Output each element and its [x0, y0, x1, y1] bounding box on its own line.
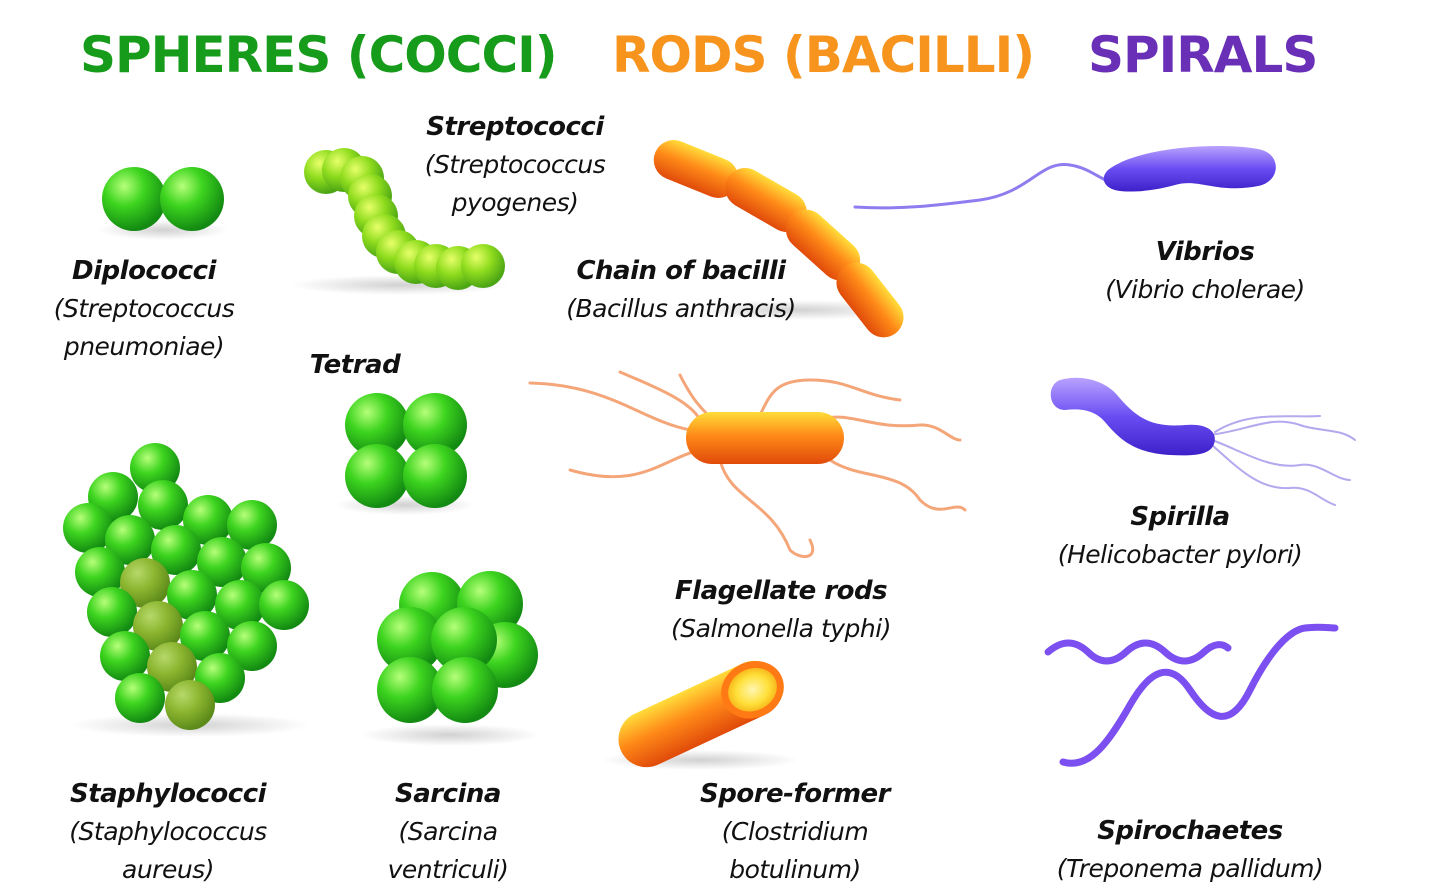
- label-spirochaetes-name: Spirochaetes: [1097, 816, 1283, 846]
- label-chain-bacilli-name: Chain of bacilli: [576, 256, 786, 286]
- flagellate-rod-cell: [528, 370, 967, 559]
- label-spore-species-1: (Clostridium: [721, 817, 869, 846]
- label-vibrios-species-1: (Vibrio cholerae): [1105, 275, 1305, 304]
- label-flagellate: Flagellate rods (Salmonella typhi): [656, 572, 906, 648]
- label-streptococci-species-2: pyogenes): [451, 188, 579, 217]
- label-tetrad-name: Tetrad: [309, 350, 401, 380]
- label-diplococci: Diplococci (Streptococcus pneumoniae): [44, 252, 244, 366]
- label-staphylococci: Staphylococci (Staphylococcus aureus): [58, 775, 278, 889]
- header-bacilli: RODS (BACILLI): [612, 26, 1035, 84]
- label-spirilla-name: Spirilla: [1130, 502, 1230, 532]
- header-spirals: SPIRALS: [1088, 26, 1318, 84]
- label-staphylococci-species-1: (Staphylococcus: [69, 817, 267, 846]
- staphylococci-cells: [63, 443, 310, 737]
- label-sarcina-species-1: (Sarcina: [398, 817, 498, 846]
- label-streptococci: Streptococci (Streptococcus pyogenes): [410, 108, 620, 222]
- label-vibrios: Vibrios (Vibrio cholerae): [1085, 233, 1325, 309]
- label-diplococci-species-2: pneumoniae): [63, 332, 225, 361]
- label-spore-former: Spore-former (Clostridium botulinum): [690, 775, 900, 889]
- label-diplococci-species-1: (Streptococcus: [53, 294, 235, 323]
- label-vibrios-name: Vibrios: [1155, 237, 1255, 267]
- sarcina-cells: [360, 571, 540, 746]
- label-diplococci-name: Diplococci: [72, 256, 216, 286]
- label-staphylococci-species-2: aureus): [122, 855, 214, 884]
- label-spore-name: Spore-former: [700, 779, 891, 809]
- label-spirochaetes: Spirochaetes (Treponema pallidum): [1040, 812, 1340, 888]
- vibrio-cell: [853, 146, 1276, 210]
- label-staphylococci-name: Staphylococci: [69, 779, 267, 809]
- header-cocci: SPHERES (COCCI): [80, 26, 558, 84]
- label-spirilla-species-1: (Helicobacter pylori): [1057, 540, 1303, 569]
- label-spirilla: Spirilla (Helicobacter pylori): [1040, 498, 1320, 574]
- chain-bacilli-cells: [653, 140, 910, 338]
- label-flagellate-species-1: (Salmonella typhi): [671, 614, 891, 643]
- label-chain-bacilli-species-1: (Bacillus anthracis): [566, 294, 796, 323]
- spirochaete-cells: [1044, 623, 1339, 767]
- label-tetrad: Tetrad: [300, 346, 410, 384]
- diplococci-cells: [98, 167, 228, 240]
- label-sarcina: Sarcina (Sarcina ventriculi): [368, 775, 528, 889]
- label-spore-species-2: botulinum): [729, 855, 861, 884]
- tetrad-cells: [335, 393, 475, 515]
- label-streptococci-name: Streptococci: [426, 112, 604, 142]
- label-chain-bacilli: Chain of bacilli (Bacillus anthracis): [556, 252, 806, 328]
- label-spirochaetes-species-1: (Treponema pallidum): [1056, 854, 1324, 883]
- label-streptococci-species-1: (Streptococcus: [424, 150, 606, 179]
- label-flagellate-name: Flagellate rods: [674, 576, 888, 606]
- label-sarcina-name: Sarcina: [395, 779, 501, 809]
- label-sarcina-species-2: ventriculi): [387, 855, 509, 884]
- streptococci-cells: [290, 148, 510, 295]
- spore-former-cell: [600, 660, 800, 770]
- spirilla-cell: [1050, 377, 1356, 506]
